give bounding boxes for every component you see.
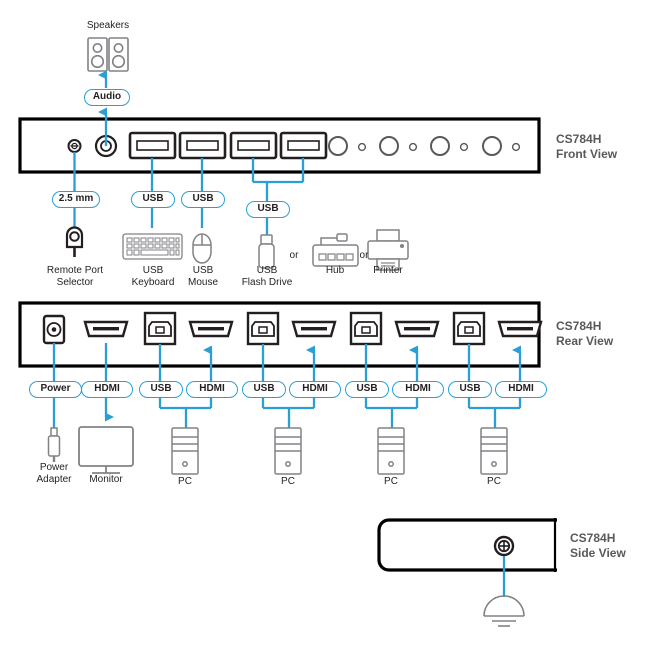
pill-hdmi-port4[interactable]: HDMI [495, 381, 547, 398]
pill-power[interactable]: Power [29, 381, 82, 398]
pc-icon-1 [171, 427, 199, 475]
side-panel-chassis [377, 518, 557, 572]
rear-port-usb-b-2 [246, 311, 280, 346]
speakers-label: Speakers [86, 20, 130, 31]
front-port-2.5mm-jack [67, 139, 82, 153]
rear-view-label: CS784H Rear View [556, 319, 614, 348]
rear-connection-lines [52, 343, 522, 428]
rear-port-hdmi-3 [394, 320, 440, 338]
speakers-icon [87, 37, 129, 72]
front-port-usb-a-4 [279, 131, 328, 160]
rear-port-usb-b-1 [143, 311, 177, 346]
usb-mouse-label: USB Mouse [187, 265, 218, 288]
earth-ground-icon [483, 595, 525, 627]
front-port-usb-a-2 [178, 131, 227, 160]
usb-keyboard-icon [122, 233, 183, 260]
rear-port-usb-b-3 [349, 311, 383, 346]
rear-port-power [42, 314, 66, 345]
pill-usb-port4[interactable]: USB [448, 381, 492, 398]
or-label-2: or [359, 250, 369, 261]
pc-icon-4 [480, 427, 508, 475]
pill-usb-peripheral[interactable]: USB [246, 201, 290, 218]
pc-icon-3 [377, 427, 405, 475]
pc-icon-2 [274, 427, 302, 475]
front-connection-lines [73, 70, 305, 235]
rear-port-hdmi-console [83, 320, 129, 338]
front-view-label: CS784H Front View [556, 132, 618, 161]
power-adapter-icon [47, 427, 61, 462]
front-port-usb-a-1 [128, 131, 177, 160]
pill-audio[interactable]: Audio [84, 89, 130, 106]
usb-flash-drive-label: USB Flash Drive [241, 265, 293, 288]
front-port-usb-a-3 [229, 131, 278, 160]
pc-label-3: PC [384, 476, 398, 487]
pill-hdmi-port1[interactable]: HDMI [186, 381, 238, 398]
usb-flash-drive-icon [258, 234, 275, 269]
printer-icon [367, 229, 409, 271]
pill-hdmi-port2[interactable]: HDMI [289, 381, 341, 398]
pc-label-4: PC [487, 476, 501, 487]
remote-port-selector-label: Remote Port Selector [46, 265, 104, 288]
hub-icon [312, 233, 359, 267]
side-view-label: CS784H Side View [570, 531, 626, 560]
power-adapter-label: Power Adapter [36, 462, 72, 485]
monitor-label: Monitor [89, 474, 123, 485]
rear-port-usb-b-4 [452, 311, 486, 346]
usb-keyboard-label: USB Keyboard [131, 265, 175, 288]
rear-port-hdmi-2 [291, 320, 337, 338]
pill-usb-port2[interactable]: USB [242, 381, 286, 398]
pill-usb-keyboard[interactable]: USB [131, 191, 175, 208]
hub-label: Hub [325, 265, 345, 276]
pc-label-1: PC [178, 476, 192, 487]
pill-hdmi-port3[interactable]: HDMI [392, 381, 444, 398]
front-port-buttons-leds [328, 136, 521, 156]
rear-port-hdmi-1 [188, 320, 234, 338]
usb-mouse-icon [192, 233, 212, 264]
pill-usb-port3[interactable]: USB [345, 381, 389, 398]
pill-usb-port1[interactable]: USB [139, 381, 183, 398]
pill-usb-mouse[interactable]: USB [181, 191, 225, 208]
pill-hdmi-console[interactable]: HDMI [81, 381, 133, 398]
remote-port-selector-icon [65, 226, 84, 257]
pill-2-5mm[interactable]: 2.5 mm [52, 191, 100, 208]
monitor-icon [78, 426, 134, 474]
grounding-screw-icon [493, 535, 515, 557]
rear-port-hdmi-4 [497, 320, 543, 338]
printer-label: Printer [373, 265, 403, 276]
or-label-1: or [289, 250, 299, 261]
pc-label-2: PC [281, 476, 295, 487]
